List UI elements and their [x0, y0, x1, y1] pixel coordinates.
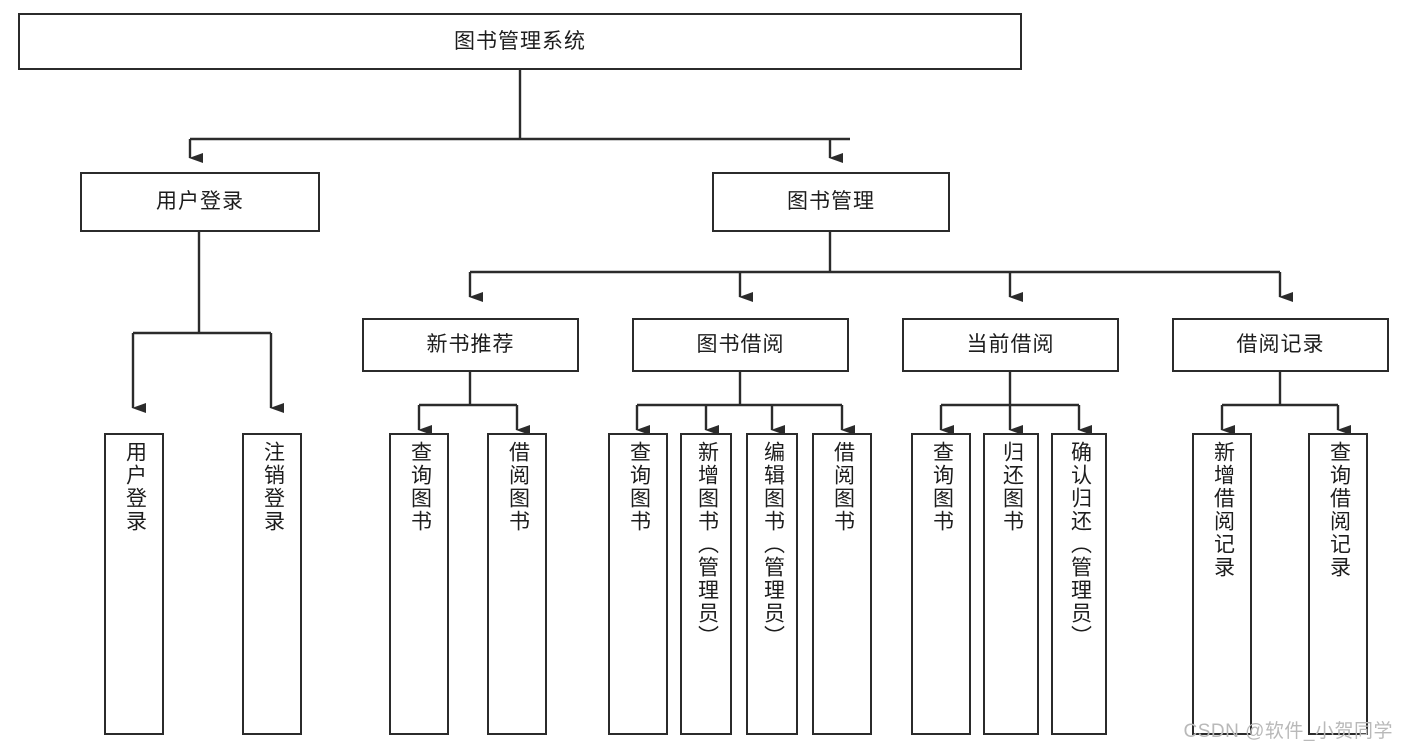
- node-leaf-borrow-book-2[interactable]: 借阅图书: [812, 433, 872, 735]
- node-leaf-return-book-label: 归还图书: [1000, 441, 1024, 533]
- node-leaf-query-borrow-record-label: 查询借阅记录: [1327, 441, 1351, 579]
- node-root[interactable]: 图书管理系统: [18, 13, 1022, 70]
- node-user-login-label: 用户登录: [156, 190, 244, 214]
- node-leaf-edit-book-admin[interactable]: 编辑图书（管理员）: [746, 433, 798, 735]
- node-leaf-query-borrow-record[interactable]: 查询借阅记录: [1308, 433, 1368, 735]
- node-leaf-borrow-book-2-label: 借阅图书: [831, 441, 855, 533]
- node-book-borrow[interactable]: 图书借阅: [632, 318, 849, 372]
- node-book-borrow-label: 图书借阅: [696, 333, 785, 357]
- node-leaf-query-book-3-label: 查询图书: [930, 441, 954, 533]
- node-leaf-logout-label: 注销登录: [261, 441, 285, 533]
- node-leaf-add-borrow-record-label: 新增借阅记录: [1211, 441, 1235, 579]
- node-leaf-add-book-admin-label: 新增图书（管理员）: [695, 441, 719, 648]
- node-leaf-query-book-3[interactable]: 查询图书: [911, 433, 971, 735]
- node-book-manage[interactable]: 图书管理: [712, 172, 950, 232]
- node-leaf-query-book-1-label: 查询图书: [408, 441, 432, 533]
- node-new-book-recommend[interactable]: 新书推荐: [362, 318, 579, 372]
- watermark-text: CSDN @软件_小贺同学: [1183, 721, 1393, 742]
- node-leaf-logout[interactable]: 注销登录: [242, 433, 302, 735]
- node-leaf-query-book-2-label: 查询图书: [627, 441, 651, 533]
- node-leaf-query-book-1[interactable]: 查询图书: [389, 433, 449, 735]
- node-current-borrow-label: 当前借阅: [966, 333, 1055, 357]
- node-leaf-borrow-book-1[interactable]: 借阅图书: [487, 433, 547, 735]
- node-leaf-add-borrow-record[interactable]: 新增借阅记录: [1192, 433, 1252, 735]
- node-new-book-recommend-label: 新书推荐: [426, 333, 515, 357]
- node-root-label: 图书管理系统: [454, 29, 586, 53]
- node-leaf-add-book-admin[interactable]: 新增图书（管理员）: [680, 433, 732, 735]
- node-borrow-record[interactable]: 借阅记录: [1172, 318, 1389, 372]
- node-leaf-confirm-return-admin[interactable]: 确认归还（管理员）: [1051, 433, 1107, 735]
- node-leaf-query-book-2[interactable]: 查询图书: [608, 433, 668, 735]
- node-leaf-confirm-return-admin-label: 确认归还（管理员）: [1068, 441, 1092, 648]
- node-leaf-user-login-label: 用户登录: [123, 441, 147, 533]
- node-leaf-borrow-book-1-label: 借阅图书: [506, 441, 530, 533]
- node-leaf-return-book[interactable]: 归还图书: [983, 433, 1039, 735]
- node-leaf-edit-book-admin-label: 编辑图书（管理员）: [761, 441, 785, 648]
- node-current-borrow[interactable]: 当前借阅: [902, 318, 1119, 372]
- node-leaf-user-login[interactable]: 用户登录: [104, 433, 164, 735]
- node-borrow-record-label: 借阅记录: [1236, 333, 1325, 357]
- node-book-manage-label: 图书管理: [787, 190, 875, 214]
- node-user-login[interactable]: 用户登录: [80, 172, 320, 232]
